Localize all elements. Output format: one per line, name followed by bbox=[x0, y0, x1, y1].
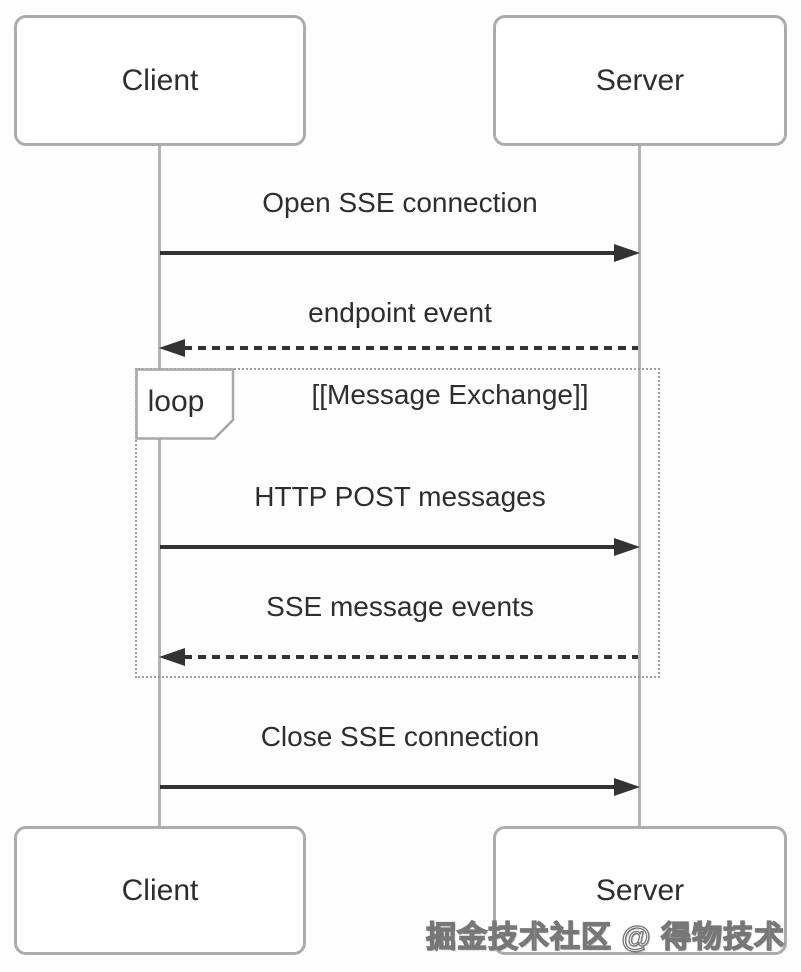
loop-fragment-frame bbox=[135, 368, 660, 678]
client-lifeline bbox=[158, 146, 161, 826]
actor-server-top-label: Server bbox=[595, 63, 685, 97]
actor-client-top-label: Client bbox=[121, 63, 199, 97]
message-label-sse-events: SSE message events bbox=[266, 591, 534, 622]
arrowhead-right-icon bbox=[614, 244, 640, 262]
loop-badge-shape-icon bbox=[135, 368, 235, 440]
loop-keyword-label: loop bbox=[147, 385, 205, 418]
arrowhead-left-icon bbox=[159, 339, 185, 357]
message-arrow-open-sse bbox=[160, 251, 616, 255]
loop-title-label: [[Message Exchange]] bbox=[311, 379, 589, 410]
message-arrow-endpoint-event bbox=[184, 346, 638, 350]
actor-client-top: Client bbox=[14, 15, 306, 146]
actor-server-bottom-label: Server bbox=[595, 873, 685, 907]
actor-server-bottom: Server bbox=[493, 826, 787, 955]
message-arrow-http-post bbox=[160, 545, 616, 549]
arrowhead-right-icon bbox=[614, 538, 640, 556]
actor-client-bottom-label: Client bbox=[121, 873, 199, 907]
message-label-http-post: HTTP POST messages bbox=[254, 481, 546, 512]
loop-keyword-badge: loop bbox=[135, 368, 235, 440]
message-label-open-sse: Open SSE connection bbox=[262, 187, 538, 218]
watermark-text: 掘金技术社区 @ 得物技术 bbox=[425, 920, 785, 954]
arrowhead-left-icon bbox=[159, 648, 185, 666]
message-arrow-close-sse bbox=[160, 785, 616, 789]
server-lifeline bbox=[638, 146, 641, 826]
actor-server-top: Server bbox=[493, 15, 787, 146]
arrowhead-right-icon bbox=[614, 778, 640, 796]
actor-client-bottom: Client bbox=[14, 826, 306, 955]
message-label-endpoint-event: endpoint event bbox=[308, 297, 492, 328]
message-label-close-sse: Close SSE connection bbox=[260, 721, 540, 752]
message-arrow-sse-events bbox=[184, 655, 638, 659]
